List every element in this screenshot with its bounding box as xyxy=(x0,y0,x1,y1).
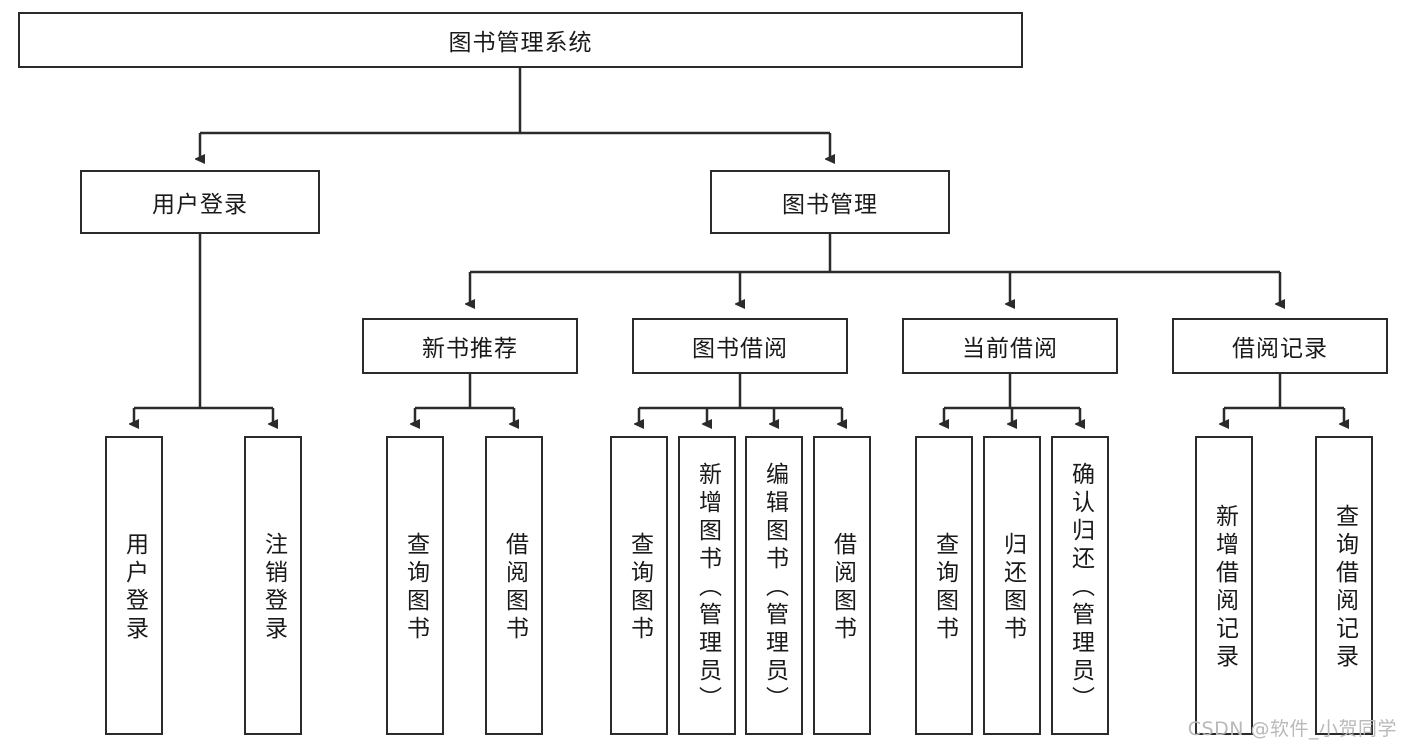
leaf-current-return-book[interactable]: 归还图书 xyxy=(983,436,1041,735)
leaf-borrow-add-book-admin[interactable]: 新增图书（管理员） xyxy=(678,436,736,735)
leaf-recommend-borrow-book[interactable]: 借阅图书 xyxy=(485,436,543,735)
leaf-label: 新增图书（管理员） xyxy=(694,461,721,714)
leaf-borrow-edit-book-admin[interactable]: 编辑图书（管理员） xyxy=(745,436,803,735)
leaf-borrow-borrow-book[interactable]: 借阅图书 xyxy=(813,436,871,735)
node-new-book-recommend[interactable]: 新书推荐 xyxy=(362,318,578,374)
node-current-borrow[interactable]: 当前借阅 xyxy=(902,318,1118,374)
leaf-borrow-query-book[interactable]: 查询图书 xyxy=(610,436,668,735)
leaf-label: 借阅图书 xyxy=(501,531,528,644)
node-book-borrow-label: 图书借阅 xyxy=(692,336,788,362)
leaf-label: 确认归还（管理员） xyxy=(1067,461,1094,714)
leaf-current-confirm-return-admin[interactable]: 确认归还（管理员） xyxy=(1051,436,1109,735)
leaf-label: 查询图书 xyxy=(626,531,653,644)
leaf-label: 查询图书 xyxy=(402,531,429,644)
node-current-borrow-label: 当前借阅 xyxy=(962,336,1058,362)
leaf-label: 借阅图书 xyxy=(829,531,856,644)
leaf-recommend-query-book[interactable]: 查询图书 xyxy=(386,436,444,735)
node-root-label: 图书管理系统 xyxy=(448,30,593,56)
node-book-management-label: 图书管理 xyxy=(782,192,878,218)
leaf-user-login-login[interactable]: 用户登录 xyxy=(105,436,163,735)
leaf-label: 编辑图书（管理员） xyxy=(761,461,788,714)
leaf-records-query-record[interactable]: 查询借阅记录 xyxy=(1315,436,1373,735)
node-borrow-records[interactable]: 借阅记录 xyxy=(1172,318,1388,374)
node-user-login[interactable]: 用户登录 xyxy=(80,170,320,234)
node-user-login-label: 用户登录 xyxy=(152,192,248,218)
leaf-records-add-record[interactable]: 新增借阅记录 xyxy=(1195,436,1253,735)
node-book-management[interactable]: 图书管理 xyxy=(710,170,950,234)
leaf-label: 新增借阅记录 xyxy=(1211,503,1238,672)
leaf-label: 查询图书 xyxy=(931,531,958,644)
leaf-user-login-logout[interactable]: 注销登录 xyxy=(244,436,302,735)
leaf-label: 注销登录 xyxy=(260,531,287,644)
node-root-system[interactable]: 图书管理系统 xyxy=(18,12,1023,68)
leaf-label: 查询借阅记录 xyxy=(1331,503,1358,672)
node-book-borrow[interactable]: 图书借阅 xyxy=(632,318,848,374)
node-new-book-recommend-label: 新书推荐 xyxy=(422,336,518,362)
leaf-current-query-book[interactable]: 查询图书 xyxy=(915,436,973,735)
watermark: CSDN @软件_小贺同学 xyxy=(1187,718,1397,740)
leaf-label: 用户登录 xyxy=(121,531,148,644)
leaf-label: 归还图书 xyxy=(999,531,1026,644)
node-borrow-records-label: 借阅记录 xyxy=(1232,336,1328,362)
